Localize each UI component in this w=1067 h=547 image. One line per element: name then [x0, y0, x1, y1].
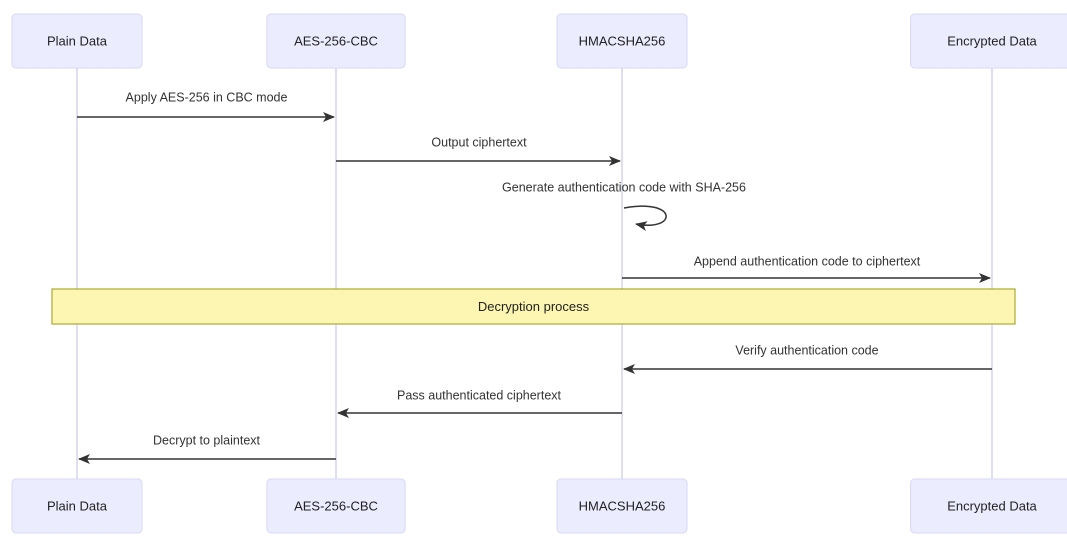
- message-3: Generate authentication code with SHA-25…: [502, 180, 746, 231]
- actor-label: HMACSHA256: [579, 498, 666, 513]
- actor-box: [556, 13, 688, 69]
- message-6: Pass authenticated ciphertext: [337, 388, 622, 418]
- actor-label: Plain Data: [47, 498, 108, 513]
- actor-box: [556, 478, 688, 534]
- actor-bottom-hmac[interactable]: HMACSHA256: [556, 478, 688, 534]
- actor-label: AES-256-CBC: [294, 498, 378, 513]
- message-2: Output ciphertext: [336, 135, 621, 166]
- actor-top-aes[interactable]: AES-256-CBC: [266, 13, 406, 69]
- message-4: Append authentication code to ciphertext: [622, 254, 991, 283]
- actor-box: [266, 13, 406, 69]
- self-loop-arrow: [623, 205, 667, 231]
- note-label: Decryption process: [478, 299, 590, 314]
- note-rect: [51, 288, 1016, 325]
- actor-top-enc[interactable]: Encrypted Data: [910, 13, 1067, 69]
- actor-label: Plain Data: [47, 33, 108, 48]
- actor-box: [11, 13, 143, 69]
- actor-box: [910, 13, 1067, 69]
- actor-box: [910, 478, 1067, 534]
- actor-bottom-aes[interactable]: AES-256-CBC: [266, 478, 406, 534]
- message-label: Apply AES-256 in CBC mode: [126, 90, 288, 104]
- actor-label: Encrypted Data: [947, 33, 1037, 48]
- actor-box: [11, 478, 143, 534]
- message-label: Verify authentication code: [735, 343, 878, 357]
- notes-group: Decryption process: [51, 288, 1016, 325]
- message-1: Apply AES-256 in CBC mode: [77, 90, 335, 122]
- message-label: Output ciphertext: [431, 135, 527, 149]
- message-label: Decrypt to plaintext: [153, 433, 261, 447]
- actor-top-hmac[interactable]: HMACSHA256: [556, 13, 688, 69]
- actors-top-group: Plain Data AES-256-CBC HMACSHA256 Encrypted…: [11, 13, 1067, 69]
- message-label: Generate authentication code with SHA-25…: [502, 180, 746, 194]
- actor-box: [266, 478, 406, 534]
- actor-label: AES-256-CBC: [294, 33, 378, 48]
- actor-bottom-enc[interactable]: Encrypted Data: [910, 478, 1067, 534]
- lifelines-group: [76, 68, 993, 479]
- note-decryption-divider: Decryption process: [51, 288, 1016, 325]
- actor-bottom-plain[interactable]: Plain Data: [11, 478, 143, 534]
- actor-label: HMACSHA256: [579, 33, 666, 48]
- message-label: Pass authenticated ciphertext: [397, 388, 562, 402]
- actor-top-plain[interactable]: Plain Data: [11, 13, 143, 69]
- actors-bottom-group: Plain Data AES-256-CBC HMACSHA256 Encrypted…: [11, 478, 1067, 534]
- message-label: Append authentication code to ciphertext: [694, 254, 921, 268]
- message-5: Verify authentication code: [623, 343, 992, 374]
- actor-label: Encrypted Data: [947, 498, 1037, 513]
- message-7: Decrypt to plaintext: [78, 433, 336, 464]
